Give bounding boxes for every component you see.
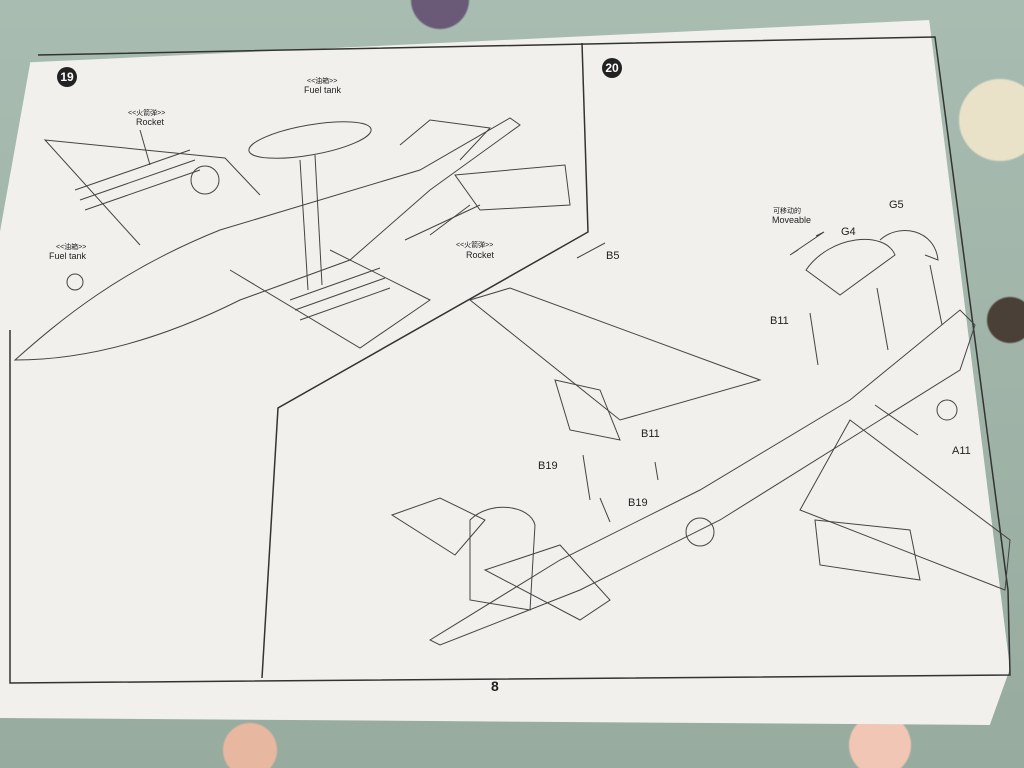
- moveable-label: Moveable: [772, 215, 812, 225]
- fuel-tank-left-label-cn: <<油箱>>: [56, 244, 87, 251]
- part-g4-label: G4: [841, 226, 856, 238]
- sheet-frame: [9, 36, 1011, 684]
- part-g5-label: G5: [889, 199, 904, 211]
- fuel-tank-left-label: Fuel tank: [49, 251, 87, 261]
- fuel-tank-top-label: Fuel tank: [304, 85, 342, 95]
- rocket-top-label-cn: <<火箭弹>>: [128, 110, 166, 117]
- page-number: 8: [491, 678, 499, 694]
- step20-aircraft-drawing: [390, 230, 1011, 646]
- fuel-tank-top-label-cn: <<油箱>>: [307, 78, 338, 85]
- step-19-badge: 19: [57, 67, 77, 87]
- rocket-top-label: Rocket: [136, 117, 165, 127]
- part-b11-lower-label: B11: [641, 428, 660, 440]
- step-divider: [261, 42, 589, 679]
- step19-aircraft-drawing: [13, 117, 571, 361]
- moveable-label-cn: 可移动的: [773, 208, 801, 215]
- part-a11-label: A11: [952, 445, 971, 457]
- rocket-right-label: Rocket: [466, 250, 495, 260]
- part-b19-left-label: B19: [538, 460, 558, 472]
- part-b11-upper-label: B11: [770, 315, 789, 327]
- part-b5-label: B5: [606, 250, 620, 262]
- rocket-right-label-cn: <<火箭弹>>: [456, 242, 494, 249]
- instruction-sheet: [0, 20, 1010, 725]
- step-20-badge: 20: [602, 58, 622, 78]
- part-b19-right-label: B19: [628, 497, 648, 509]
